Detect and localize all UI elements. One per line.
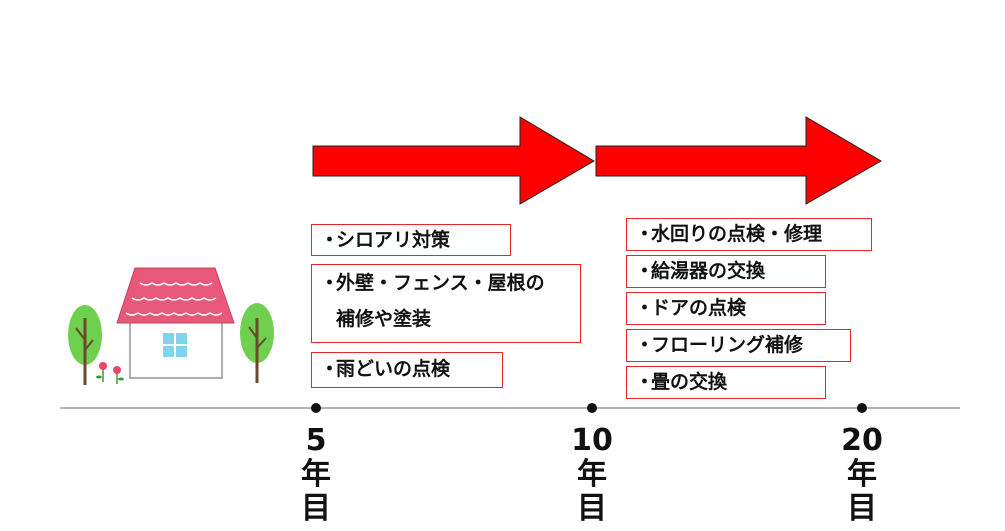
window-icon bbox=[163, 333, 187, 357]
task-box-termite: ・シロアリ対策 bbox=[311, 224, 511, 256]
milestone-number: 20 bbox=[841, 423, 883, 458]
milestone-unit: 年 bbox=[301, 457, 331, 492]
milestone-suffix: 目 bbox=[577, 491, 607, 526]
milestone-20-years: 20 年 目 bbox=[832, 424, 892, 526]
bullet: ・ bbox=[320, 272, 340, 294]
task-label: 雨どいの点検 bbox=[336, 358, 451, 380]
milestone-suffix: 目 bbox=[847, 491, 877, 526]
milestone-10-years: 10 年 目 bbox=[562, 424, 622, 526]
tree-right-icon bbox=[240, 303, 274, 383]
milestone-unit: 年 bbox=[847, 457, 877, 492]
milestone-number: 10 bbox=[571, 423, 613, 458]
task-box-flooring: ・フローリング補修 bbox=[626, 329, 851, 362]
task-box-plumbing: ・水回りの点検・修理 bbox=[626, 218, 872, 251]
task-label: 畳の交換 bbox=[651, 371, 728, 393]
bullet: ・ bbox=[320, 358, 340, 380]
flowers-icon bbox=[96, 362, 124, 384]
task-label: ドアの点検 bbox=[651, 297, 747, 319]
milestone-suffix: 目 bbox=[301, 491, 331, 526]
bullet: ・ bbox=[635, 223, 655, 245]
task-label: シロアリ対策 bbox=[336, 229, 451, 251]
bullet: ・ bbox=[635, 371, 655, 393]
task-box-gutter: ・雨どいの点検 bbox=[311, 352, 503, 388]
task-box-tatami: ・畳の交換 bbox=[626, 366, 826, 399]
house-icon bbox=[68, 267, 274, 385]
timeline-marker-20 bbox=[857, 403, 867, 413]
task-label: 外壁・フェンス・屋根の bbox=[336, 272, 545, 294]
milestone-number: 5 bbox=[305, 423, 327, 458]
timeline-marker-10 bbox=[587, 403, 597, 413]
task-box-water-heater: ・給湯器の交換 bbox=[626, 255, 826, 288]
arrow-5-to-10 bbox=[312, 116, 595, 205]
task-box-exterior: ・外壁・フェンス・屋根の 補修や塗装 bbox=[311, 264, 581, 343]
timeline-marker-5 bbox=[311, 403, 321, 413]
arrow-10-to-20 bbox=[595, 116, 882, 205]
task-label: 給湯器の交換 bbox=[651, 260, 766, 282]
task-label-continued: 補修や塗装 bbox=[336, 308, 432, 330]
tree-left-icon bbox=[68, 305, 102, 385]
milestone-unit: 年 bbox=[577, 457, 607, 492]
bullet: ・ bbox=[635, 334, 655, 356]
task-label: フローリング補修 bbox=[651, 334, 804, 356]
bullet: ・ bbox=[635, 260, 655, 282]
task-box-door: ・ドアの点検 bbox=[626, 292, 826, 325]
bullet: ・ bbox=[635, 297, 655, 319]
bullet: ・ bbox=[320, 229, 340, 251]
milestone-5-years: 5 年 目 bbox=[286, 424, 346, 526]
task-label: 水回りの点検・修理 bbox=[651, 223, 823, 245]
